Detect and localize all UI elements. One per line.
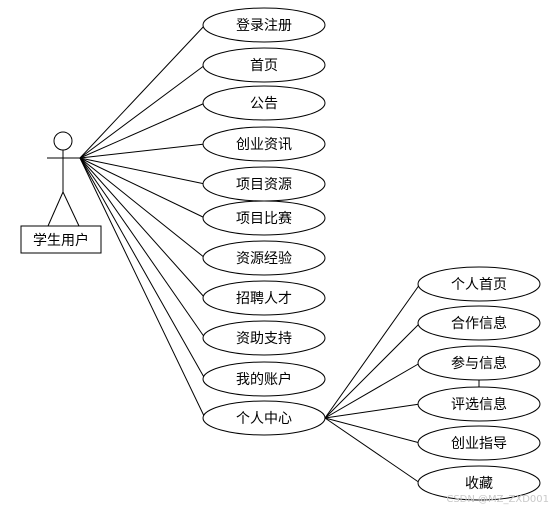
use-case-ellipse bbox=[202, 361, 326, 397]
use-case-label: 评选信息 bbox=[451, 396, 507, 413]
use-case-label: 创业指导 bbox=[451, 436, 507, 452]
association-lines bbox=[79, 24, 480, 484]
use-case-label: 项目比赛 bbox=[236, 211, 292, 227]
use-case-label: 首页 bbox=[250, 58, 278, 74]
actor-head bbox=[53, 131, 73, 151]
use-case-startup-info: 创业资讯 bbox=[202, 126, 326, 162]
use-case-label: 资助支持 bbox=[236, 331, 292, 347]
use-case-ellipses: 登录注册首页公告创业资讯项目资源项目比赛资源经验招聘人才资助支持我的账户个人中心… bbox=[202, 7, 541, 501]
use-case-resource-experience: 资源经验 bbox=[202, 240, 326, 276]
use-case-label: 收藏 bbox=[465, 476, 493, 492]
use-case-label: 创业资讯 bbox=[236, 137, 292, 153]
use-case-ellipse bbox=[417, 345, 541, 381]
association-project-resources bbox=[79, 157, 206, 185]
sub-case-selection-info: 评选信息 bbox=[417, 386, 541, 422]
use-case-label: 参与信息 bbox=[451, 355, 507, 372]
association-my-account bbox=[79, 157, 206, 380]
use-case-my-account: 我的账户 bbox=[202, 361, 326, 397]
use-case-project-resources: 项目资源 bbox=[202, 166, 326, 202]
association-home bbox=[79, 64, 206, 159]
association-selection-info bbox=[324, 403, 421, 419]
use-case-label: 资源经验 bbox=[236, 251, 292, 267]
use-case-notice: 公告 bbox=[202, 85, 326, 121]
association-personal-center bbox=[79, 157, 206, 419]
use-case-ellipse bbox=[202, 47, 326, 83]
association-participation-info bbox=[324, 362, 421, 419]
use-case-label: 公告 bbox=[250, 96, 278, 112]
association-project-contest bbox=[79, 157, 206, 219]
use-case-login: 登录注册 bbox=[202, 7, 326, 43]
watermark: CSDN @MZ_ZXD001 bbox=[446, 494, 549, 505]
actor-leg-right bbox=[62, 191, 80, 227]
use-case-ellipse bbox=[417, 305, 541, 341]
use-case-ellipse bbox=[202, 7, 326, 43]
actor-label: 学生用户 bbox=[33, 232, 89, 249]
association-startup-guidance bbox=[324, 417, 421, 444]
use-case-ellipse bbox=[417, 386, 541, 422]
association-funding bbox=[79, 157, 206, 339]
use-case-label: 个人首页 bbox=[451, 277, 507, 293]
use-case-label: 个人中心 bbox=[236, 411, 292, 427]
sub-case-participation-info: 参与信息 bbox=[417, 345, 541, 381]
association-resource-experience bbox=[79, 157, 206, 259]
use-case-label: 我的账户 bbox=[236, 371, 292, 388]
use-case-ellipse bbox=[202, 320, 326, 356]
use-case-label: 招聘人才 bbox=[236, 291, 292, 307]
use-case-ellipse bbox=[202, 280, 326, 316]
use-case-ellipse bbox=[202, 126, 326, 162]
sub-case-personal-home: 个人首页 bbox=[417, 266, 541, 302]
use-case-funding: 资助支持 bbox=[202, 320, 326, 356]
use-case-label: 登录注册 bbox=[236, 18, 292, 34]
association-startup-info bbox=[79, 143, 206, 159]
use-case-ellipse bbox=[202, 240, 326, 276]
actor-figure bbox=[47, 131, 80, 227]
sub-case-favorites: 收藏 bbox=[417, 465, 541, 501]
association-favorites bbox=[324, 417, 421, 484]
use-case-label: 项目资源 bbox=[236, 177, 292, 193]
use-case-home: 首页 bbox=[202, 47, 326, 83]
use-case-project-contest: 项目比赛 bbox=[202, 200, 326, 236]
actor-label-box: 学生用户 bbox=[20, 225, 102, 254]
use-case-recruit: 招聘人才 bbox=[202, 280, 326, 316]
use-case-ellipse bbox=[417, 465, 541, 501]
use-case-label: 合作信息 bbox=[451, 315, 507, 332]
actor-leg-left bbox=[47, 191, 64, 227]
sub-case-cooperation-info: 合作信息 bbox=[417, 305, 541, 341]
association-notice bbox=[79, 102, 206, 159]
use-case-ellipse bbox=[417, 425, 541, 461]
association-recruit bbox=[79, 157, 206, 299]
use-case-ellipse bbox=[202, 85, 326, 121]
association-login bbox=[79, 24, 206, 159]
association-personal-home bbox=[324, 283, 421, 419]
use-case-ellipse bbox=[202, 200, 326, 236]
use-case-personal-center: 个人中心 bbox=[202, 400, 326, 436]
use-case-ellipse bbox=[417, 266, 541, 302]
association-cooperation-info bbox=[324, 322, 421, 419]
sub-case-startup-guidance: 创业指导 bbox=[417, 425, 541, 461]
use-case-ellipse bbox=[202, 400, 326, 436]
